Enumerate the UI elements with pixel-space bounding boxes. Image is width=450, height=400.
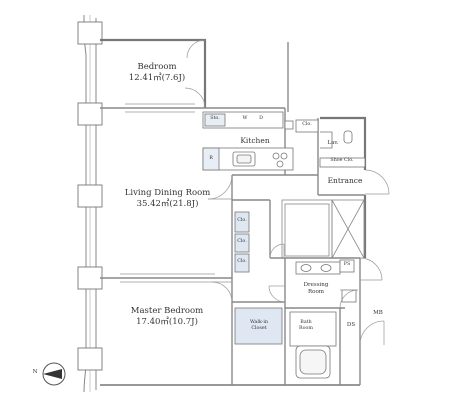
living-dining-name: Living Dining Room bbox=[124, 188, 211, 198]
dressing-room-label: Dressing Room bbox=[296, 282, 336, 296]
dressing-fixtures bbox=[295, 259, 357, 303]
shaft-area bbox=[281, 199, 365, 259]
walk-in-closet-line1: Walk-in bbox=[250, 320, 268, 325]
dressing-room-line2: Room bbox=[308, 288, 324, 295]
window-mullions bbox=[77, 21, 103, 371]
bedroom-label: Bedroom 12.41㎡(7.6J) bbox=[112, 62, 202, 83]
bath-room-line2: Room bbox=[299, 325, 313, 331]
closet-units bbox=[234, 211, 283, 345]
ps-label: PS bbox=[343, 262, 351, 267]
mb-label: MB bbox=[373, 310, 383, 316]
kitchen-label: Kitchen bbox=[240, 136, 270, 145]
bath-fixtures bbox=[289, 311, 337, 379]
walk-in-closet-line2: Closet bbox=[251, 325, 267, 331]
closet-1-label: Clo. bbox=[237, 218, 247, 223]
compass bbox=[42, 362, 66, 386]
closet-2-label: Clo. bbox=[237, 239, 247, 244]
storage-label: Sto. bbox=[210, 116, 220, 121]
compass-north-label: N bbox=[32, 369, 38, 375]
entrance-label: Entrance bbox=[327, 176, 363, 185]
interior-walls bbox=[100, 107, 365, 385]
closet-3-label: Clo. bbox=[237, 259, 247, 264]
master-bedroom-name: Master Bedroom bbox=[130, 306, 204, 316]
walk-in-closet-label: Walk-in Closet bbox=[237, 320, 281, 332]
entry-closet-label: Clo. bbox=[302, 122, 312, 127]
bath-room-line1: Bath bbox=[300, 320, 312, 325]
ds-label: DS bbox=[346, 322, 356, 328]
swing-doors bbox=[184, 39, 390, 346]
bedroom-area: 12.41㎡(7.6J) bbox=[128, 72, 186, 83]
shoe-closet-label: Shoe Clo. bbox=[330, 158, 354, 163]
sliding-doors bbox=[120, 103, 215, 283]
living-dining-area: 35.42㎡(21.8J) bbox=[136, 198, 199, 209]
dressing-room-line1: Dressing bbox=[303, 282, 329, 288]
bath-room-label: Bath Room bbox=[292, 320, 320, 332]
refrigerator-label: R bbox=[209, 156, 213, 161]
kitchen-counters bbox=[202, 111, 294, 171]
entry-zone bbox=[295, 119, 366, 168]
master-bedroom-area: 17.40㎡(10.7J) bbox=[136, 316, 198, 327]
living-dining-label: Living Dining Room 35.42㎡(21.8J) bbox=[105, 188, 230, 209]
outer-walls bbox=[100, 38, 367, 386]
bedroom-name: Bedroom bbox=[137, 62, 177, 72]
lav-label: Lav. bbox=[327, 140, 339, 146]
washer-label: W bbox=[242, 116, 248, 121]
master-bedroom-label: Master Bedroom 17.40㎡(10.7J) bbox=[112, 306, 222, 327]
dryer-label: D bbox=[259, 116, 263, 121]
